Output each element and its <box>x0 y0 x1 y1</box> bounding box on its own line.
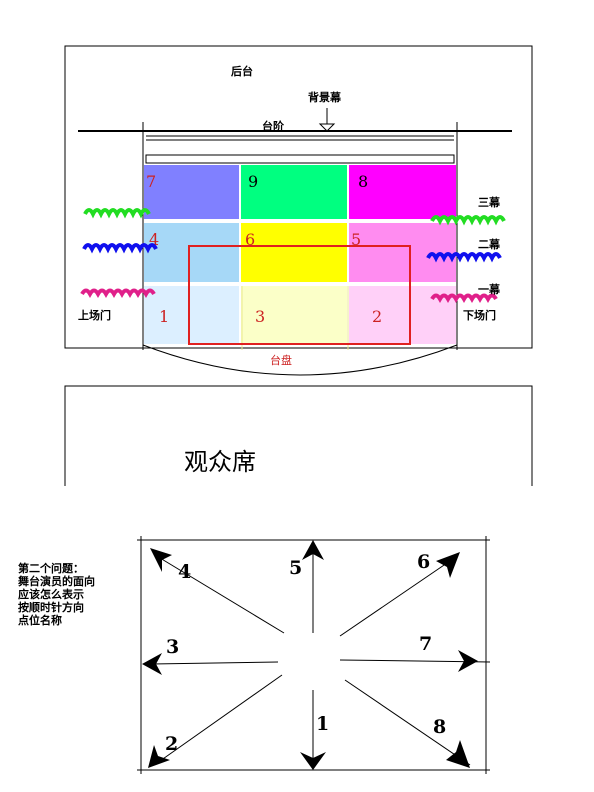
direction-2-line <box>159 674 283 762</box>
backdrop-label: 背景幕 <box>308 90 342 104</box>
direction-8-line <box>344 679 471 766</box>
direction-5-label: 5 <box>289 557 302 579</box>
zone-4-label: 4 <box>149 230 159 249</box>
question-line-5: 点位名称 <box>18 613 62 627</box>
zone-9-label: 9 <box>248 172 258 191</box>
zone-7 <box>144 165 239 219</box>
direction-8-arrowhead <box>446 740 470 768</box>
stage-frame <box>64 45 533 349</box>
entrance-left-label: 上场门 <box>78 308 111 322</box>
direction-7-label: 7 <box>419 633 432 655</box>
zone-8 <box>349 165 456 219</box>
zone-3 <box>241 286 347 344</box>
zone-1 <box>144 286 239 344</box>
curtain-1-right-mark <box>430 293 498 304</box>
backstage-label: 后台 <box>231 64 253 78</box>
direction-2-label: 2 <box>165 733 178 755</box>
center-zone-outline <box>188 245 411 345</box>
zone-6 <box>241 223 347 282</box>
zone-7-label: 7 <box>146 172 156 191</box>
direction-4-arrowhead <box>150 548 172 572</box>
curtain-3-right-mark <box>430 215 506 226</box>
direction-1-arrowhead <box>300 752 326 770</box>
direction-8-label: 8 <box>433 716 446 738</box>
platform-arc <box>142 344 458 376</box>
direction-6-arrowhead <box>436 552 460 578</box>
audience-frame <box>64 385 533 486</box>
zone-6-label: 6 <box>245 230 255 249</box>
direction-6-line <box>339 560 451 637</box>
zone-4 <box>144 223 239 282</box>
entrance-right-label: 下场门 <box>463 308 496 322</box>
direction-1-label: 1 <box>316 713 329 735</box>
direction-6-label: 6 <box>417 551 430 573</box>
direction-2-arrowhead <box>148 745 170 768</box>
zone-3-label: 3 <box>255 307 265 326</box>
steps-label: 台阶 <box>262 119 285 133</box>
audience-label: 观众席 <box>184 448 256 476</box>
zone-8-label: 8 <box>358 172 368 191</box>
question-line-2: 舞台演员的面向 <box>18 574 95 588</box>
backdrop-bar <box>145 154 455 164</box>
direction-3-arrowhead <box>142 653 162 675</box>
curtain-1-label: 一幕 <box>478 282 501 296</box>
direction-4-label: 4 <box>178 561 191 583</box>
direction-3-line <box>151 661 279 665</box>
direction-4-line <box>159 557 285 634</box>
question-line-4: 按顺时针方向 <box>18 600 84 614</box>
zone-1-label: 1 <box>159 307 169 326</box>
zone-2 <box>349 286 456 344</box>
curtain-2-label: 二幕 <box>478 237 501 251</box>
zone-9 <box>241 165 347 219</box>
curtain-3-left-mark <box>83 208 151 219</box>
curtain-1-left-mark <box>80 288 156 299</box>
zone-2-label: 2 <box>372 307 382 326</box>
platform-label: 台盘 <box>270 353 292 367</box>
direction-5-arrowhead <box>302 540 324 560</box>
zone-5-label: 5 <box>351 230 361 249</box>
direction-3-label: 3 <box>166 636 179 658</box>
direction-diagram: 1 2 3 4 5 6 7 8 <box>137 536 491 774</box>
curtain-2-left-mark <box>82 243 158 254</box>
curtain-3-label: 三幕 <box>478 195 501 209</box>
question-line-3: 应该怎么表示 <box>18 587 84 601</box>
direction-7-arrowhead <box>458 650 478 672</box>
question-line-1: 第二个问题： <box>18 561 84 575</box>
curtain-2-right-mark <box>426 252 502 263</box>
